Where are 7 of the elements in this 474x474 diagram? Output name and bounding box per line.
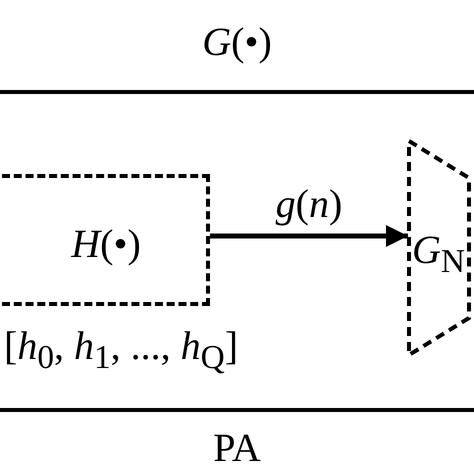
block-label: G$_{N}$ <box>412 230 465 278</box>
block-label: H(•) <box>71 224 141 264</box>
block-label: PA <box>213 428 261 468</box>
block-title: G(•) <box>202 22 272 62</box>
dashed-trapezoid <box>406 138 472 358</box>
arrow <box>210 225 408 247</box>
coefficient-label: [h$_{0}$, h$_{1}$, ..., h$_{Q}$] <box>4 326 238 374</box>
